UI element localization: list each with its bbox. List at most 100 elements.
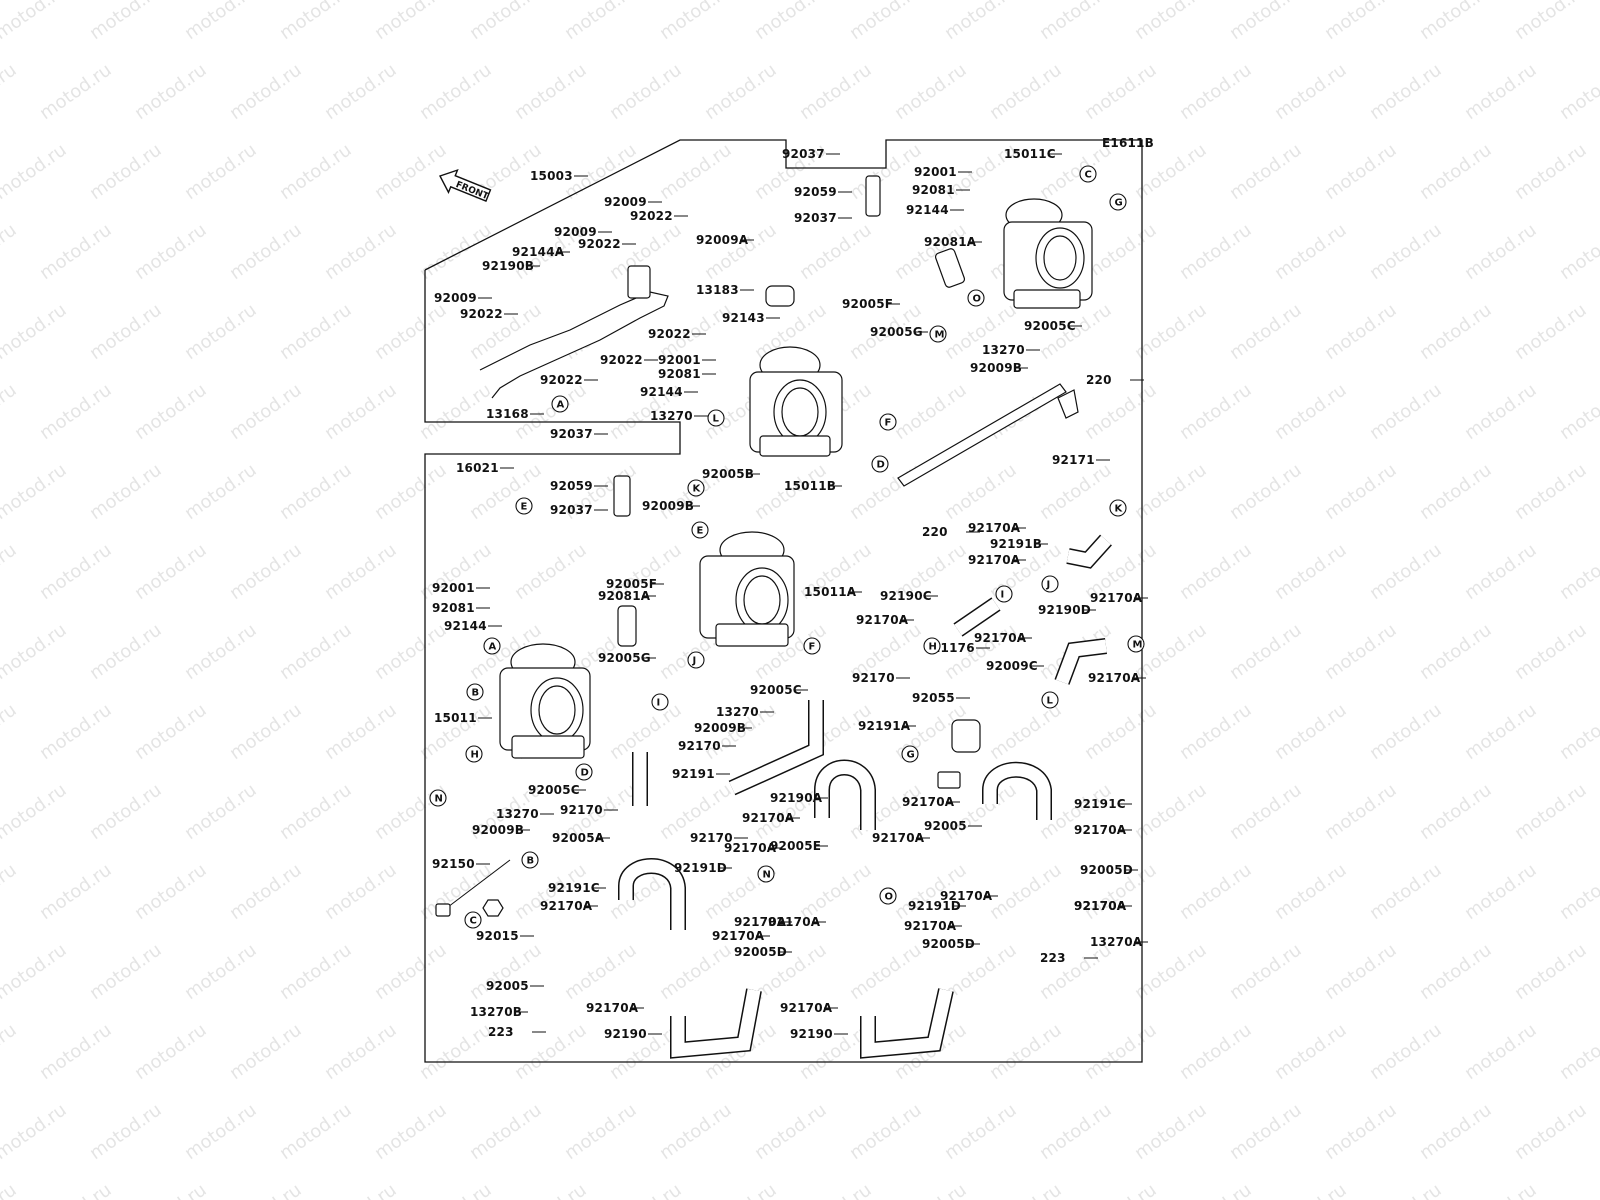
watermark-text: motod.ru: [606, 60, 686, 125]
watermark-text: motod.ru: [511, 60, 591, 125]
watermark-text: motod.ru: [1271, 540, 1351, 605]
part-label: 92005C: [528, 783, 580, 797]
part-label: 15003: [530, 169, 573, 183]
watermark-text: motod.ru: [1131, 0, 1211, 44]
part-label: 92191: [672, 767, 715, 781]
callout-l: L: [1041, 691, 1059, 709]
svg-text:B: B: [527, 856, 535, 867]
spring-92081A-upper: [934, 248, 966, 288]
watermark-text: motod.ru: [1271, 1180, 1351, 1200]
callout-b: B: [466, 683, 484, 701]
part-label: 13270: [650, 409, 693, 423]
watermark-text: motod.ru: [226, 540, 306, 605]
watermark-text: motod.ru: [0, 620, 71, 685]
part-label: 92037: [550, 503, 593, 517]
watermark-text: motod.ru: [511, 1020, 591, 1085]
watermark-text: motod.ru: [1416, 1100, 1496, 1165]
watermark-text: motod.ru: [1271, 60, 1351, 125]
watermark-text: motod.ru: [1036, 940, 1116, 1005]
watermark-text: motod.ru: [561, 1100, 641, 1165]
watermark-text: motod.ru: [1131, 300, 1211, 365]
watermark-text: motod.ru: [226, 380, 306, 445]
part-label: 92037: [550, 427, 593, 441]
svg-text:M: M: [935, 330, 945, 341]
callout-g: G: [1109, 193, 1127, 211]
part-label: 92170A: [1074, 823, 1127, 837]
part-label: 92005: [486, 979, 529, 993]
watermark-text: motod.ru: [1511, 0, 1591, 44]
part-label: 92170: [678, 739, 721, 753]
watermark-text: motod.ru: [0, 700, 21, 765]
part-label: 92190C: [880, 589, 932, 603]
callout-b: B: [521, 851, 539, 869]
part-label: 92170A: [1088, 671, 1141, 685]
watermark-text: motod.ru: [1131, 780, 1211, 845]
part-label: 13183: [696, 283, 739, 297]
watermark-text: motod.ru: [1226, 300, 1306, 365]
watermark-text: motod.ru: [656, 1100, 736, 1165]
watermark-text: motod.ru: [1321, 780, 1401, 845]
watermark-text: motod.ru: [416, 380, 496, 445]
watermark-text: motod.ru: [941, 460, 1021, 525]
watermark-text: motod.ru: [131, 220, 211, 285]
watermark-text: motod.ru: [1511, 780, 1591, 845]
watermark-text: motod.ru: [1556, 60, 1600, 125]
watermark-text: motod.ru: [1226, 140, 1306, 205]
watermark-text: motod.ru: [1271, 220, 1351, 285]
diagram-code: E1611B: [1102, 136, 1154, 150]
watermark-text: motod.ru: [1321, 940, 1401, 1005]
part-label: 92170A: [540, 899, 593, 913]
part-label: 92191B: [990, 537, 1042, 551]
watermark-text: motod.ru: [1081, 220, 1161, 285]
part-label: 92005F: [842, 297, 893, 311]
callout-k: K: [1109, 499, 1127, 517]
linkage-bar-92171: [897, 383, 1079, 487]
watermark-text: motod.ru: [36, 700, 116, 765]
watermark-text: motod.ru: [656, 140, 736, 205]
part-label: 92005C: [750, 683, 802, 697]
watermark-text: motod.ru: [181, 620, 261, 685]
watermark-text: motod.ru: [1321, 620, 1401, 685]
part-label: 92005B: [702, 467, 754, 481]
svg-text:I: I: [657, 698, 661, 709]
watermark-text: motod.ru: [986, 700, 1066, 765]
watermark-text: motod.ru: [86, 620, 166, 685]
watermark-text: motod.ru: [941, 0, 1021, 44]
watermark-text: motod.ru: [36, 1020, 116, 1085]
hose-92190-left: [670, 988, 762, 1059]
watermark-text: motod.ru: [0, 1180, 21, 1200]
watermark-text: motod.ru: [371, 460, 451, 525]
hose-92190D: [1054, 638, 1107, 685]
watermark-text: motod.ru: [1131, 1100, 1211, 1165]
watermark-text: motod.ru: [0, 60, 21, 125]
watermark-text: motod.ru: [416, 60, 496, 125]
part-label: 223: [1040, 951, 1066, 965]
part-label: 92170A: [1090, 591, 1143, 605]
svg-text:N: N: [435, 794, 443, 805]
watermark-text: motod.ru: [1556, 1180, 1600, 1200]
svg-text:D: D: [877, 460, 885, 471]
part-label: 92144: [640, 385, 683, 399]
watermark-text: motod.ru: [86, 0, 166, 44]
carburetor-15011A: [699, 531, 795, 647]
callout-f: F: [803, 637, 821, 655]
watermark-text: motod.ru: [796, 220, 876, 285]
svg-text:O: O: [885, 892, 894, 903]
part-label: 92144: [906, 203, 949, 217]
part-label: 92170: [690, 831, 733, 845]
part-label: 92170A: [742, 811, 795, 825]
watermark-text: motod.ru: [321, 220, 401, 285]
svg-text:J: J: [1046, 580, 1051, 591]
watermark-text: motod.ru: [131, 700, 211, 765]
callout-j: J: [1041, 575, 1059, 593]
watermark-text: motod.ru: [1176, 860, 1256, 925]
watermark-text: motod.ru: [1226, 780, 1306, 845]
callout-o: O: [879, 887, 897, 905]
watermark-text: motod.ru: [1081, 1020, 1161, 1085]
part-label: 15011C: [1004, 147, 1056, 161]
part-label: 92081: [912, 183, 955, 197]
watermark-text: motod.ru: [1176, 700, 1256, 765]
part-label: 13270: [982, 343, 1025, 357]
part-labels: 92037150039200992022920099202292144A9219…: [432, 147, 1143, 1041]
part-label: 92009: [554, 225, 597, 239]
